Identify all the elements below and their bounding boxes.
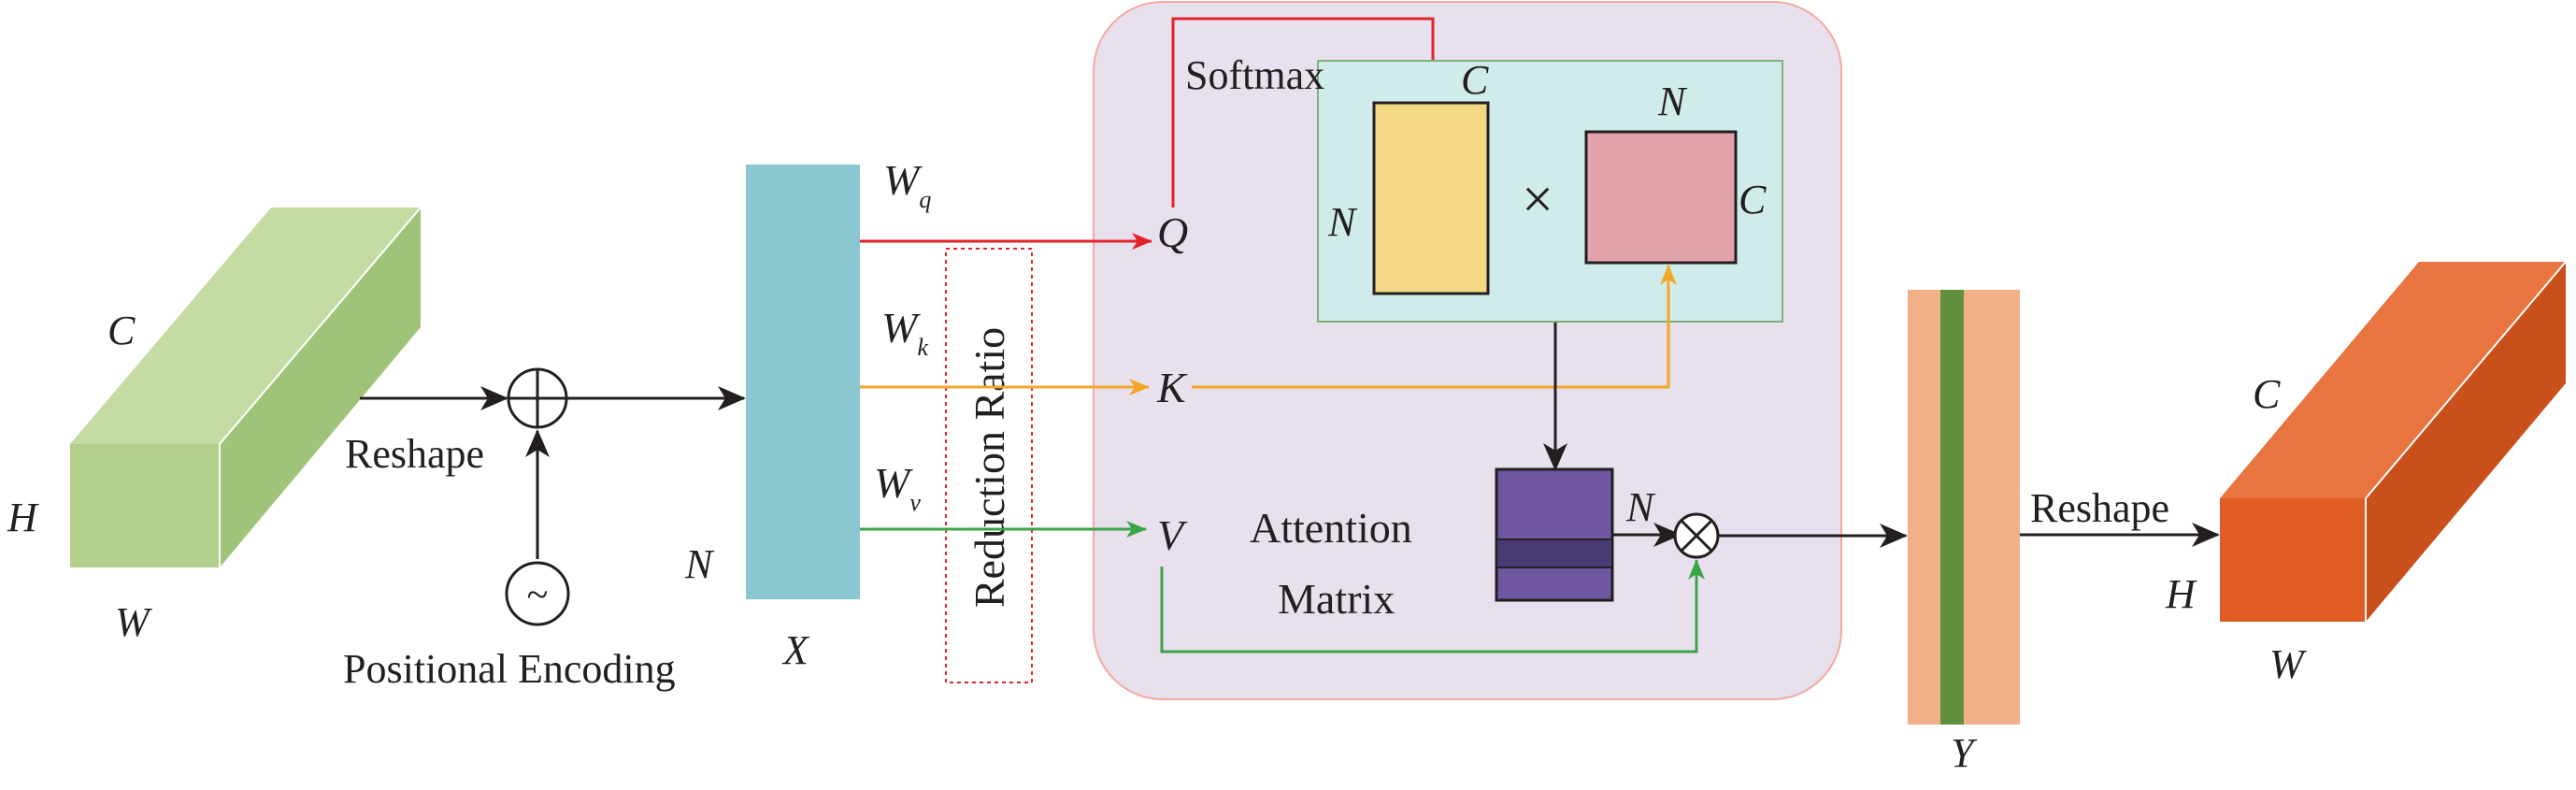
x-token-count-label: N [684, 541, 715, 587]
q-label: Q [1157, 208, 1188, 256]
input-cube-front [70, 444, 220, 567]
output-cube-top [2220, 262, 2566, 498]
positional-encoding-node: ~ [505, 561, 570, 626]
attention-label-line2: Matrix [1278, 575, 1395, 623]
input-cube-side [220, 208, 421, 567]
positional-encoding-label: Positional Encoding [343, 646, 676, 692]
k-to-key-matrix-arrow [1192, 265, 1677, 389]
x-block-name: X [781, 627, 810, 673]
reshape-in-label: Reshape [345, 431, 484, 477]
output-channel-label: C [2253, 371, 2281, 417]
output-cube-side [2366, 262, 2566, 622]
attention-token-label: N [1625, 484, 1656, 530]
wq-label: Wq [883, 156, 931, 213]
reshape-out-label: Reshape [2030, 485, 2169, 531]
tilde-icon: ~ [527, 574, 549, 617]
output-cube-front [2220, 498, 2366, 622]
k-label: K [1156, 364, 1188, 411]
key-matrix [1584, 130, 1738, 265]
key-token-label: N [1657, 79, 1688, 124]
input-cube-top [70, 208, 421, 444]
input-feature-cube [70, 207, 422, 567]
attention-matrix-block [1495, 467, 1614, 602]
v-to-otimes-arrow [1160, 559, 1705, 654]
wv-label: Wv [874, 459, 921, 516]
q-softmax-arrow [1171, 17, 1441, 208]
query-channel-label: C [1461, 57, 1489, 103]
v-label: V [1157, 511, 1188, 559]
input-height-label: H [7, 495, 39, 540]
output-height-label: H [2165, 571, 2197, 617]
y-block-name: Y [1951, 730, 1978, 776]
output-feature-cube [2220, 261, 2567, 622]
query-matrix [1372, 101, 1490, 295]
key-channel-label: C [1739, 177, 1767, 223]
wk-label: Wk [881, 304, 928, 361]
input-width-label: W [115, 599, 152, 645]
reduction-ratio-box [945, 248, 1033, 683]
y-output-inner-band [1940, 290, 1964, 725]
output-width-label: W [2269, 641, 2307, 687]
query-token-label: N [1327, 199, 1358, 245]
multiply-icon: × [1522, 168, 1553, 230]
otimes-node [1673, 512, 1720, 559]
softmax-label: Softmax [1185, 52, 1324, 98]
add-node [507, 367, 568, 429]
input-channel-label: C [107, 308, 136, 353]
attention-label-line1: Attention [1250, 504, 1412, 552]
reduction-ratio-label: Reduction Ratio [966, 327, 1013, 608]
x-token-block [746, 165, 860, 599]
